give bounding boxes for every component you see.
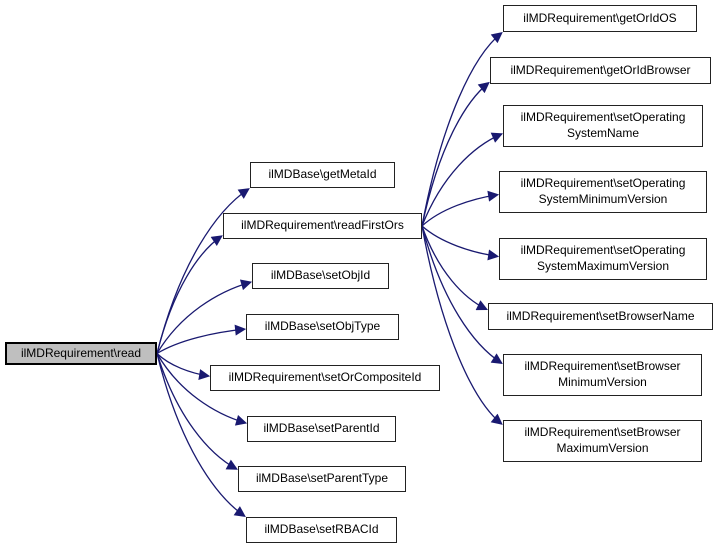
node-label: ilMDRequirement\setBrowser	[524, 425, 681, 440]
node-getMetaId[interactable]: ilMDBase\getMetaId	[250, 162, 395, 188]
node-label: ilMDBase\getMetaId	[268, 167, 377, 182]
node-label: SystemMinimumVersion	[538, 192, 668, 206]
node-label: ilMDRequirement\setOrCompositeId	[228, 370, 422, 385]
node-getOrIdOS[interactable]: ilMDRequirement\getOrIdOS	[503, 5, 697, 32]
node-label: ilMDRequirement\setOperating	[520, 110, 686, 125]
edge-read-to-setOrCompositeId	[156, 353, 211, 380]
node-label: ilMDBase\setParentType	[255, 471, 389, 486]
node-setRBACId[interactable]: ilMDBase\setRBACId	[246, 517, 397, 543]
node-label: ilMDBase\setObjType	[264, 319, 381, 334]
node-label: SystemName	[566, 126, 640, 140]
node-setObjId[interactable]: ilMDBase\setObjId	[252, 263, 389, 289]
edge-read-to-setParentType	[156, 353, 238, 470]
edge-readFirstOrs-to-setOperatingSystemMaximumVersion	[421, 225, 500, 261]
edge-read-to-setObjId	[156, 279, 253, 354]
node-setObjType[interactable]: ilMDBase\setObjType	[246, 314, 399, 340]
node-label: ilMDBase\setObjId	[270, 268, 371, 283]
edge-readFirstOrs-to-setOperatingSystemMinimumVersion	[421, 190, 500, 227]
node-label: MinimumVersion	[558, 375, 647, 389]
edge-readFirstOrs-to-setOperatingSystemName	[421, 132, 504, 227]
node-getOrIdBrowser[interactable]: ilMDRequirement\getOrIdBrowser	[490, 57, 711, 84]
node-readFirstOrs[interactable]: ilMDRequirement\readFirstOrs	[223, 213, 422, 239]
edge-read-to-setParentId	[156, 353, 248, 426]
node-label: SystemMaximumVersion	[536, 259, 670, 273]
node-label: ilMDRequirement\getOrIdBrowser	[510, 62, 691, 77]
edge-readFirstOrs-to-setBrowserName	[421, 225, 488, 311]
edge-readFirstOrs-to-getOrIdOS	[421, 31, 503, 227]
node-label: MaximumVersion	[556, 441, 649, 455]
edge-readFirstOrs-to-getOrIdBrowser	[421, 81, 490, 227]
node-label: ilMDRequirement\setOperating	[520, 176, 686, 191]
node-label: ilMDRequirement\setBrowser	[524, 359, 681, 374]
node-label: ilMDBase\setRBACId	[264, 522, 379, 537]
node-setParentType[interactable]: ilMDBase\setParentType	[238, 466, 406, 492]
edge-read-to-setObjType	[156, 324, 247, 355]
edge-readFirstOrs-to-setBrowserMinimumVersion	[421, 225, 503, 364]
node-label: ilMDRequirement\getOrIdOS	[523, 10, 677, 25]
edge-read-to-setRBACId	[156, 353, 246, 517]
node-read[interactable]: ilMDRequirement\read	[5, 342, 157, 365]
node-setParentId[interactable]: ilMDBase\setParentId	[247, 416, 396, 442]
edge-readFirstOrs-to-setBrowserMaximumVersion	[421, 225, 503, 425]
node-setOrCompositeId[interactable]: ilMDRequirement\setOrCompositeId	[210, 365, 440, 391]
node-label: ilMDBase\setParentId	[263, 421, 380, 436]
node-label: ilMDRequirement\setOperating	[520, 243, 686, 258]
node-label: ilMDRequirement\read	[20, 345, 142, 360]
node-setBrowserName[interactable]: ilMDRequirement\setBrowserName	[488, 303, 713, 330]
edge-read-to-readFirstOrs	[156, 235, 223, 354]
node-label: ilMDRequirement\readFirstOrs	[241, 218, 404, 233]
node-label: ilMDRequirement\setBrowserName	[506, 308, 695, 323]
